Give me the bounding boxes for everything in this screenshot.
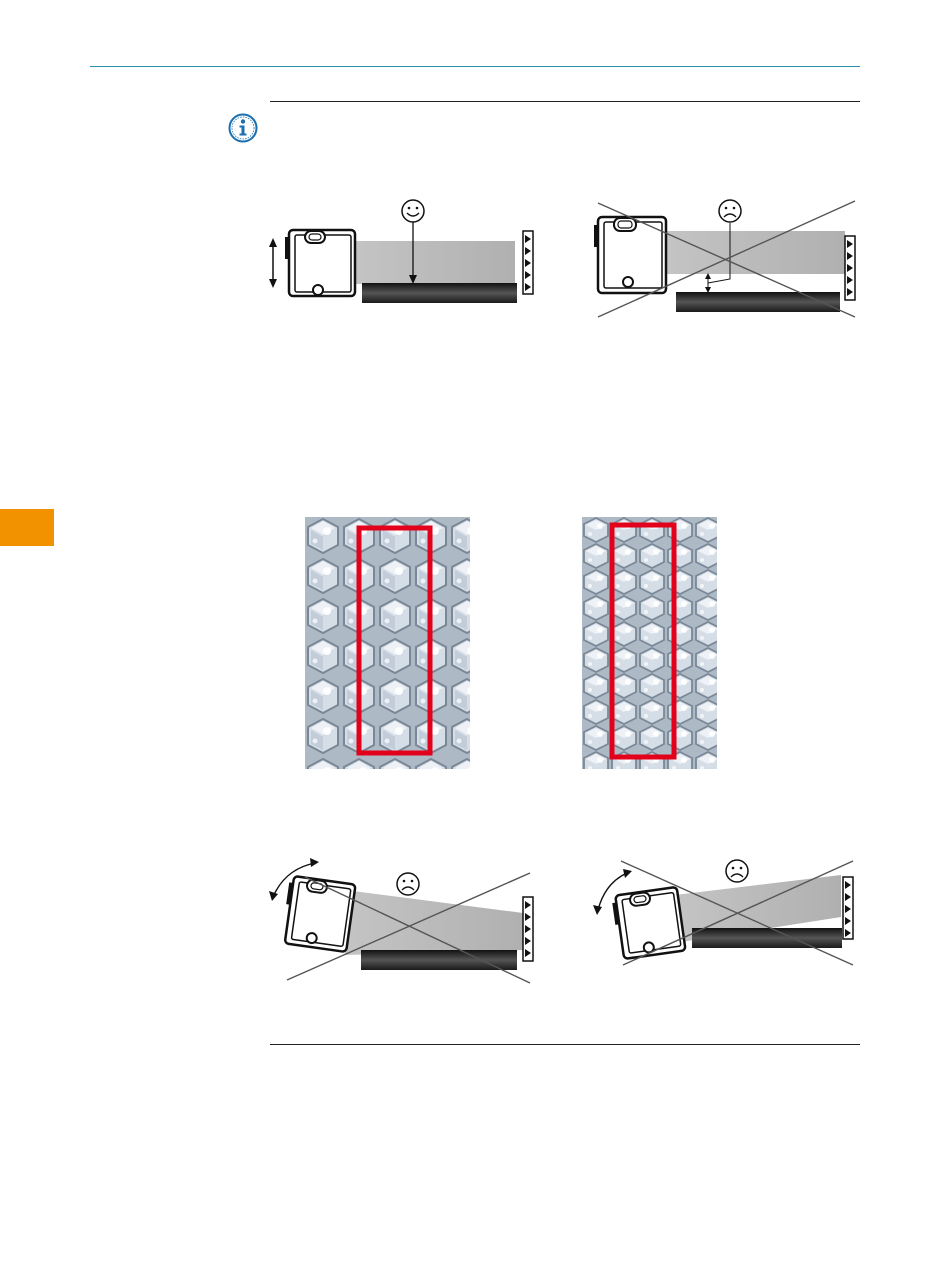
light-beam [665, 231, 845, 274]
object-bar [692, 928, 842, 948]
reflector-strip [523, 897, 533, 961]
chapter-tab [0, 509, 54, 546]
smiley-sad-icon [719, 200, 741, 222]
object-bar [362, 283, 517, 303]
smiley-sad-icon [726, 860, 748, 882]
sensor-device [281, 875, 356, 952]
figure-tilted-upward-bad [585, 855, 865, 970]
figure-reflector-vertical [305, 517, 470, 769]
sensor-device [611, 887, 685, 960]
header-rule [90, 66, 860, 67]
sensor-device [285, 230, 355, 296]
light-beam [355, 241, 515, 284]
light-beam [345, 890, 523, 955]
note-top-rule [270, 101, 860, 102]
figure-reflector-horizontal [582, 517, 717, 769]
reflector-photo [305, 517, 470, 769]
object-bar [361, 950, 517, 970]
reflector-strip [843, 877, 853, 939]
reflector-strip [523, 231, 533, 294]
reflector-strip [845, 236, 855, 300]
object-bar [676, 292, 840, 312]
smiley-sad-icon [397, 873, 419, 895]
figure-parallel-beam-good [265, 195, 545, 310]
figure-offset-beam-bad [590, 195, 865, 320]
reflector-photo [582, 517, 717, 769]
smiley-happy-icon [402, 200, 424, 222]
vertical-adjust-arrow [269, 238, 277, 288]
info-icon [228, 113, 258, 143]
figure-tilted-downward-bad [265, 855, 545, 985]
note-bottom-rule [270, 1044, 860, 1045]
